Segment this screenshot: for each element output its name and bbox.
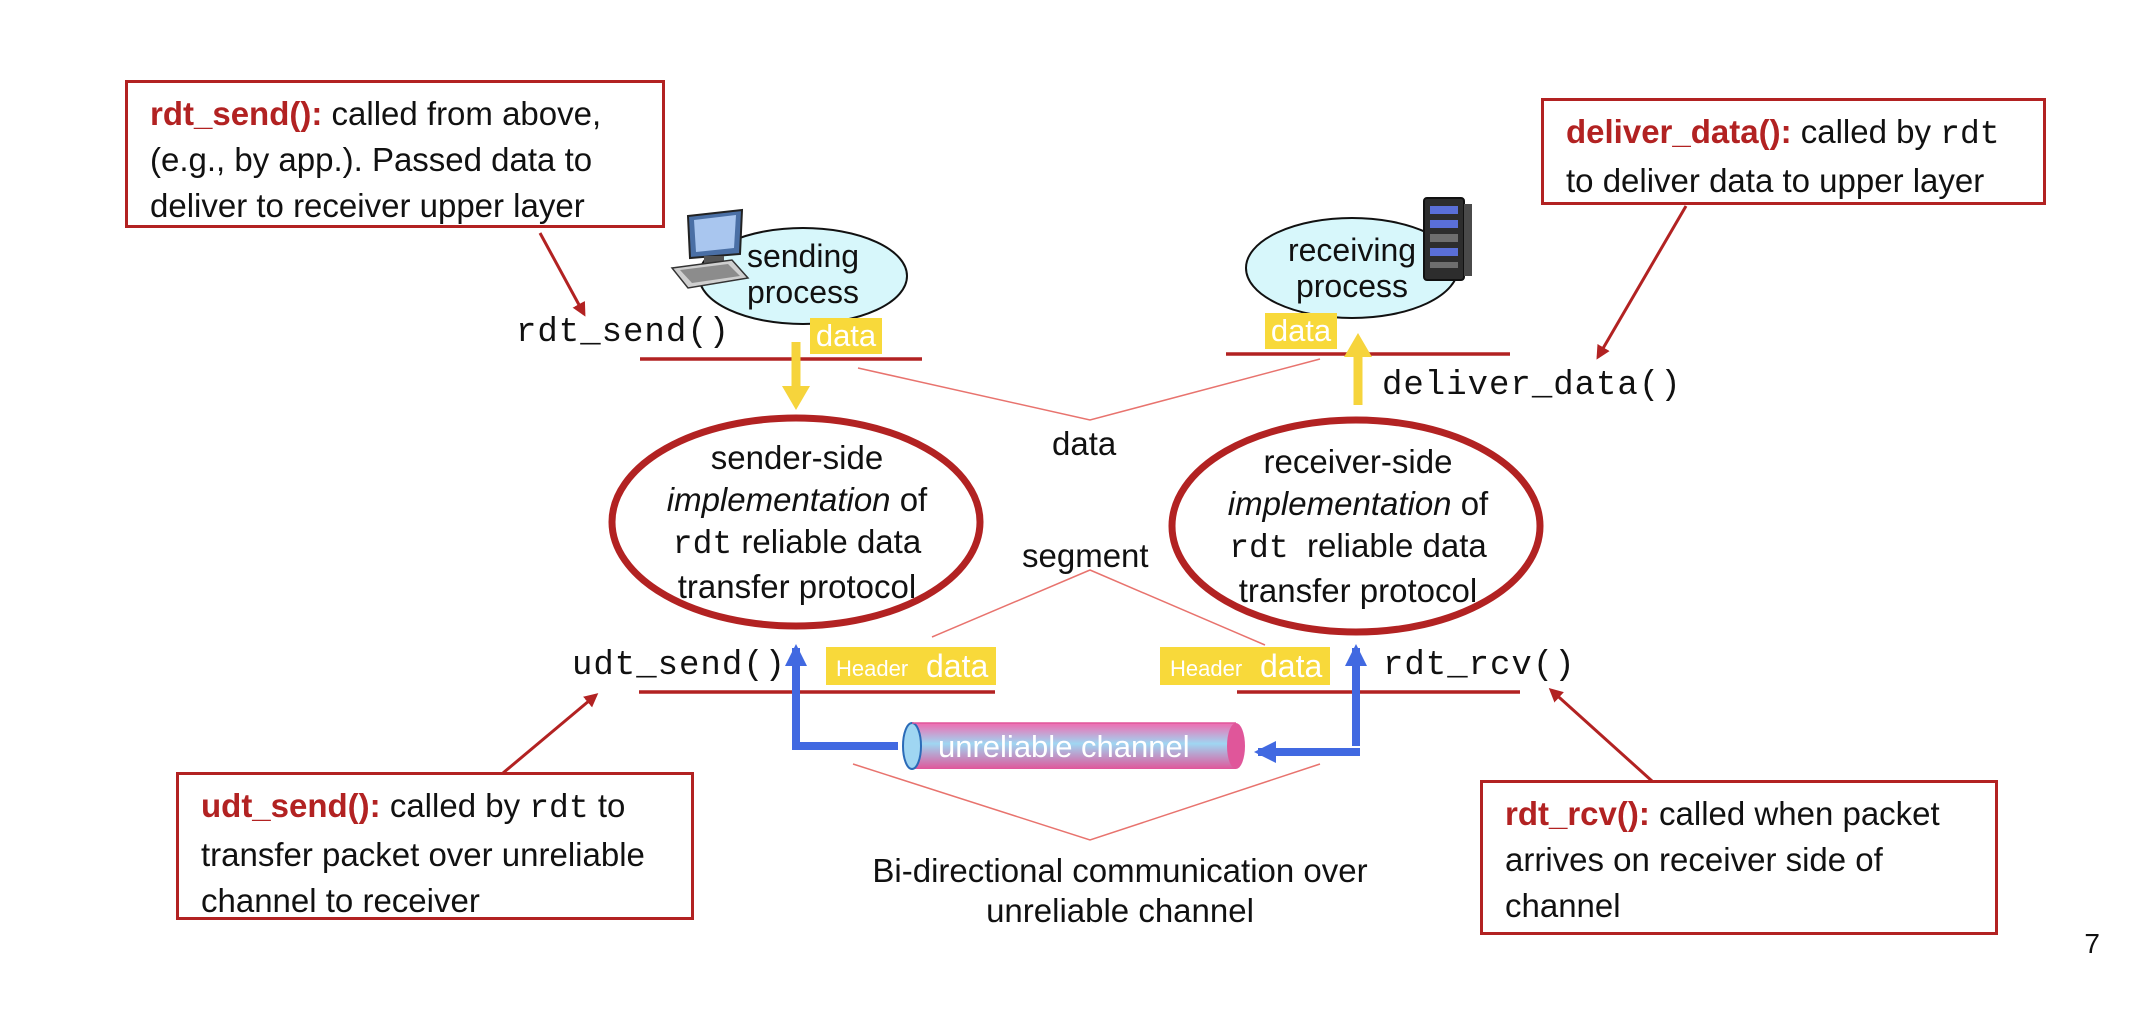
udt-send-callout-code: rdt: [529, 790, 589, 827]
sender-down-arrow-head: [782, 386, 810, 410]
sending-process-label: sending process: [709, 238, 897, 310]
receiver-impl-line3: rdt reliable data: [1193, 525, 1523, 570]
receiver-impl-code: rdt: [1229, 530, 1289, 567]
sender-segment-tag: Header data: [826, 647, 996, 685]
rdt-rcv-callout: rdt_rcv(): called when packet arrives on…: [1480, 780, 1998, 935]
sender-impl-line2: implementation of: [636, 479, 958, 521]
receiver-impl-line1: receiver-side: [1263, 443, 1453, 480]
receiver-impl-rest: reliable data: [1288, 527, 1487, 564]
sending-process-line1: sending: [746, 238, 860, 274]
receiving-process-line1: receiving: [1287, 232, 1417, 268]
sender-impl-line3: rdt reliable data: [636, 521, 958, 566]
rdt-send-callout-name: rdt_send():: [150, 95, 323, 132]
deliver-data-callout-desc-a: called by: [1791, 113, 1941, 150]
receiver-impl-oval: [1168, 416, 1544, 636]
udt-send-pointer: [502, 693, 599, 775]
deliver-data-callout: deliver_data(): called by rdt to deliver…: [1541, 98, 2046, 205]
segment-bracket: [931, 569, 1266, 646]
bidirectional-caption: Bi-directional communication over unreli…: [840, 851, 1400, 931]
data-label: data: [1052, 425, 1117, 462]
receiver-impl-of: of: [1451, 485, 1489, 522]
deliver-data-callout-code: rdt: [1940, 116, 2000, 153]
rdt-rcv-callout-name: rdt_rcv():: [1505, 795, 1650, 832]
server-icon: [1423, 197, 1472, 281]
sender-impl-text: sender-side implementation of rdt reliab…: [636, 437, 958, 608]
receiver-impl-text: receiver-side implementation of rdt reli…: [1193, 441, 1523, 612]
sender-segment-data-label: data: [926, 648, 989, 684]
receiving-process-line2: process: [1295, 268, 1409, 304]
udt-send-interface: udt_send(): [572, 647, 787, 685]
channel-pipe-body: [912, 723, 1236, 769]
rdt-send-interface: rdt_send(): [516, 314, 731, 352]
udt-send-callout: udt_send(): called by rdt to transfer pa…: [176, 772, 694, 920]
bidirectional-caption-line2: unreliable channel: [986, 892, 1254, 929]
rdt-send-pointer: [538, 232, 586, 317]
sender-impl-rest: reliable data: [732, 523, 922, 560]
receiver-header-label: Header: [1170, 656, 1243, 681]
sender-header-label: Header: [836, 656, 909, 681]
page-number: 7: [2084, 928, 2100, 959]
channel-label: unreliable channel: [938, 729, 1190, 764]
data-bracket: [857, 358, 1321, 421]
receiver-impl-italic: implementation: [1227, 485, 1452, 522]
sender-data-tag: data: [810, 318, 882, 354]
rdt-rcv-callout-desc: called when packet arrives on receiver s…: [1505, 795, 1940, 924]
rdt-send-callout: rdt_send(): called from above, (e.g., by…: [125, 80, 665, 228]
sender-impl-oval: [608, 414, 984, 630]
channel-pipe-left-end: [902, 722, 922, 770]
deliver-data-pointer: [1596, 205, 1688, 360]
udt-send-callout-name: udt_send():: [201, 787, 381, 824]
receiver-segment-tag: Header data: [1160, 647, 1330, 685]
rdt-send-callout-desc: called from above, (e.g., by app.). Pass…: [150, 95, 602, 224]
udt-send-callout-desc-a: called by: [380, 787, 530, 824]
receiver-impl-line2: implementation of: [1193, 483, 1523, 525]
rdt-rcv-pointer: [1548, 687, 1654, 783]
sender-impl-line1: sender-side: [710, 439, 884, 476]
desktop-computer-icon: [670, 208, 750, 289]
sender-impl-italic: implementation: [666, 481, 891, 518]
sender-impl-code: rdt: [672, 526, 733, 563]
deliver-data-interface: deliver_data(): [1382, 367, 1682, 405]
receiver-segment-data-label: data: [1260, 648, 1323, 684]
channel-bracket: [852, 763, 1321, 841]
udt-send-callout-desc-b: to transfer packet over unreliable chann…: [201, 787, 645, 919]
deliver-data-callout-name: deliver_data():: [1566, 113, 1792, 150]
sender-impl-line4: transfer protocol: [677, 568, 917, 605]
receiver-up-arrow-head: [1344, 333, 1372, 357]
rdt-rcv-interface: rdt_rcv(): [1383, 647, 1576, 685]
receiving-process-label: receiving process: [1256, 232, 1448, 304]
sender-channel-arrow: [785, 644, 898, 750]
deliver-data-callout-desc-b: to deliver data to upper layer: [1566, 162, 1985, 199]
sender-impl-of: of: [890, 481, 928, 518]
channel-pipe-right-end: [1227, 723, 1245, 769]
segment-label: segment: [1022, 537, 1149, 574]
receiver-impl-line4: transfer protocol: [1238, 572, 1478, 609]
receiver-data-tag: data: [1265, 313, 1337, 349]
sending-process-line2: process: [746, 274, 860, 310]
bidirectional-caption-line1: Bi-directional communication over: [872, 852, 1368, 889]
